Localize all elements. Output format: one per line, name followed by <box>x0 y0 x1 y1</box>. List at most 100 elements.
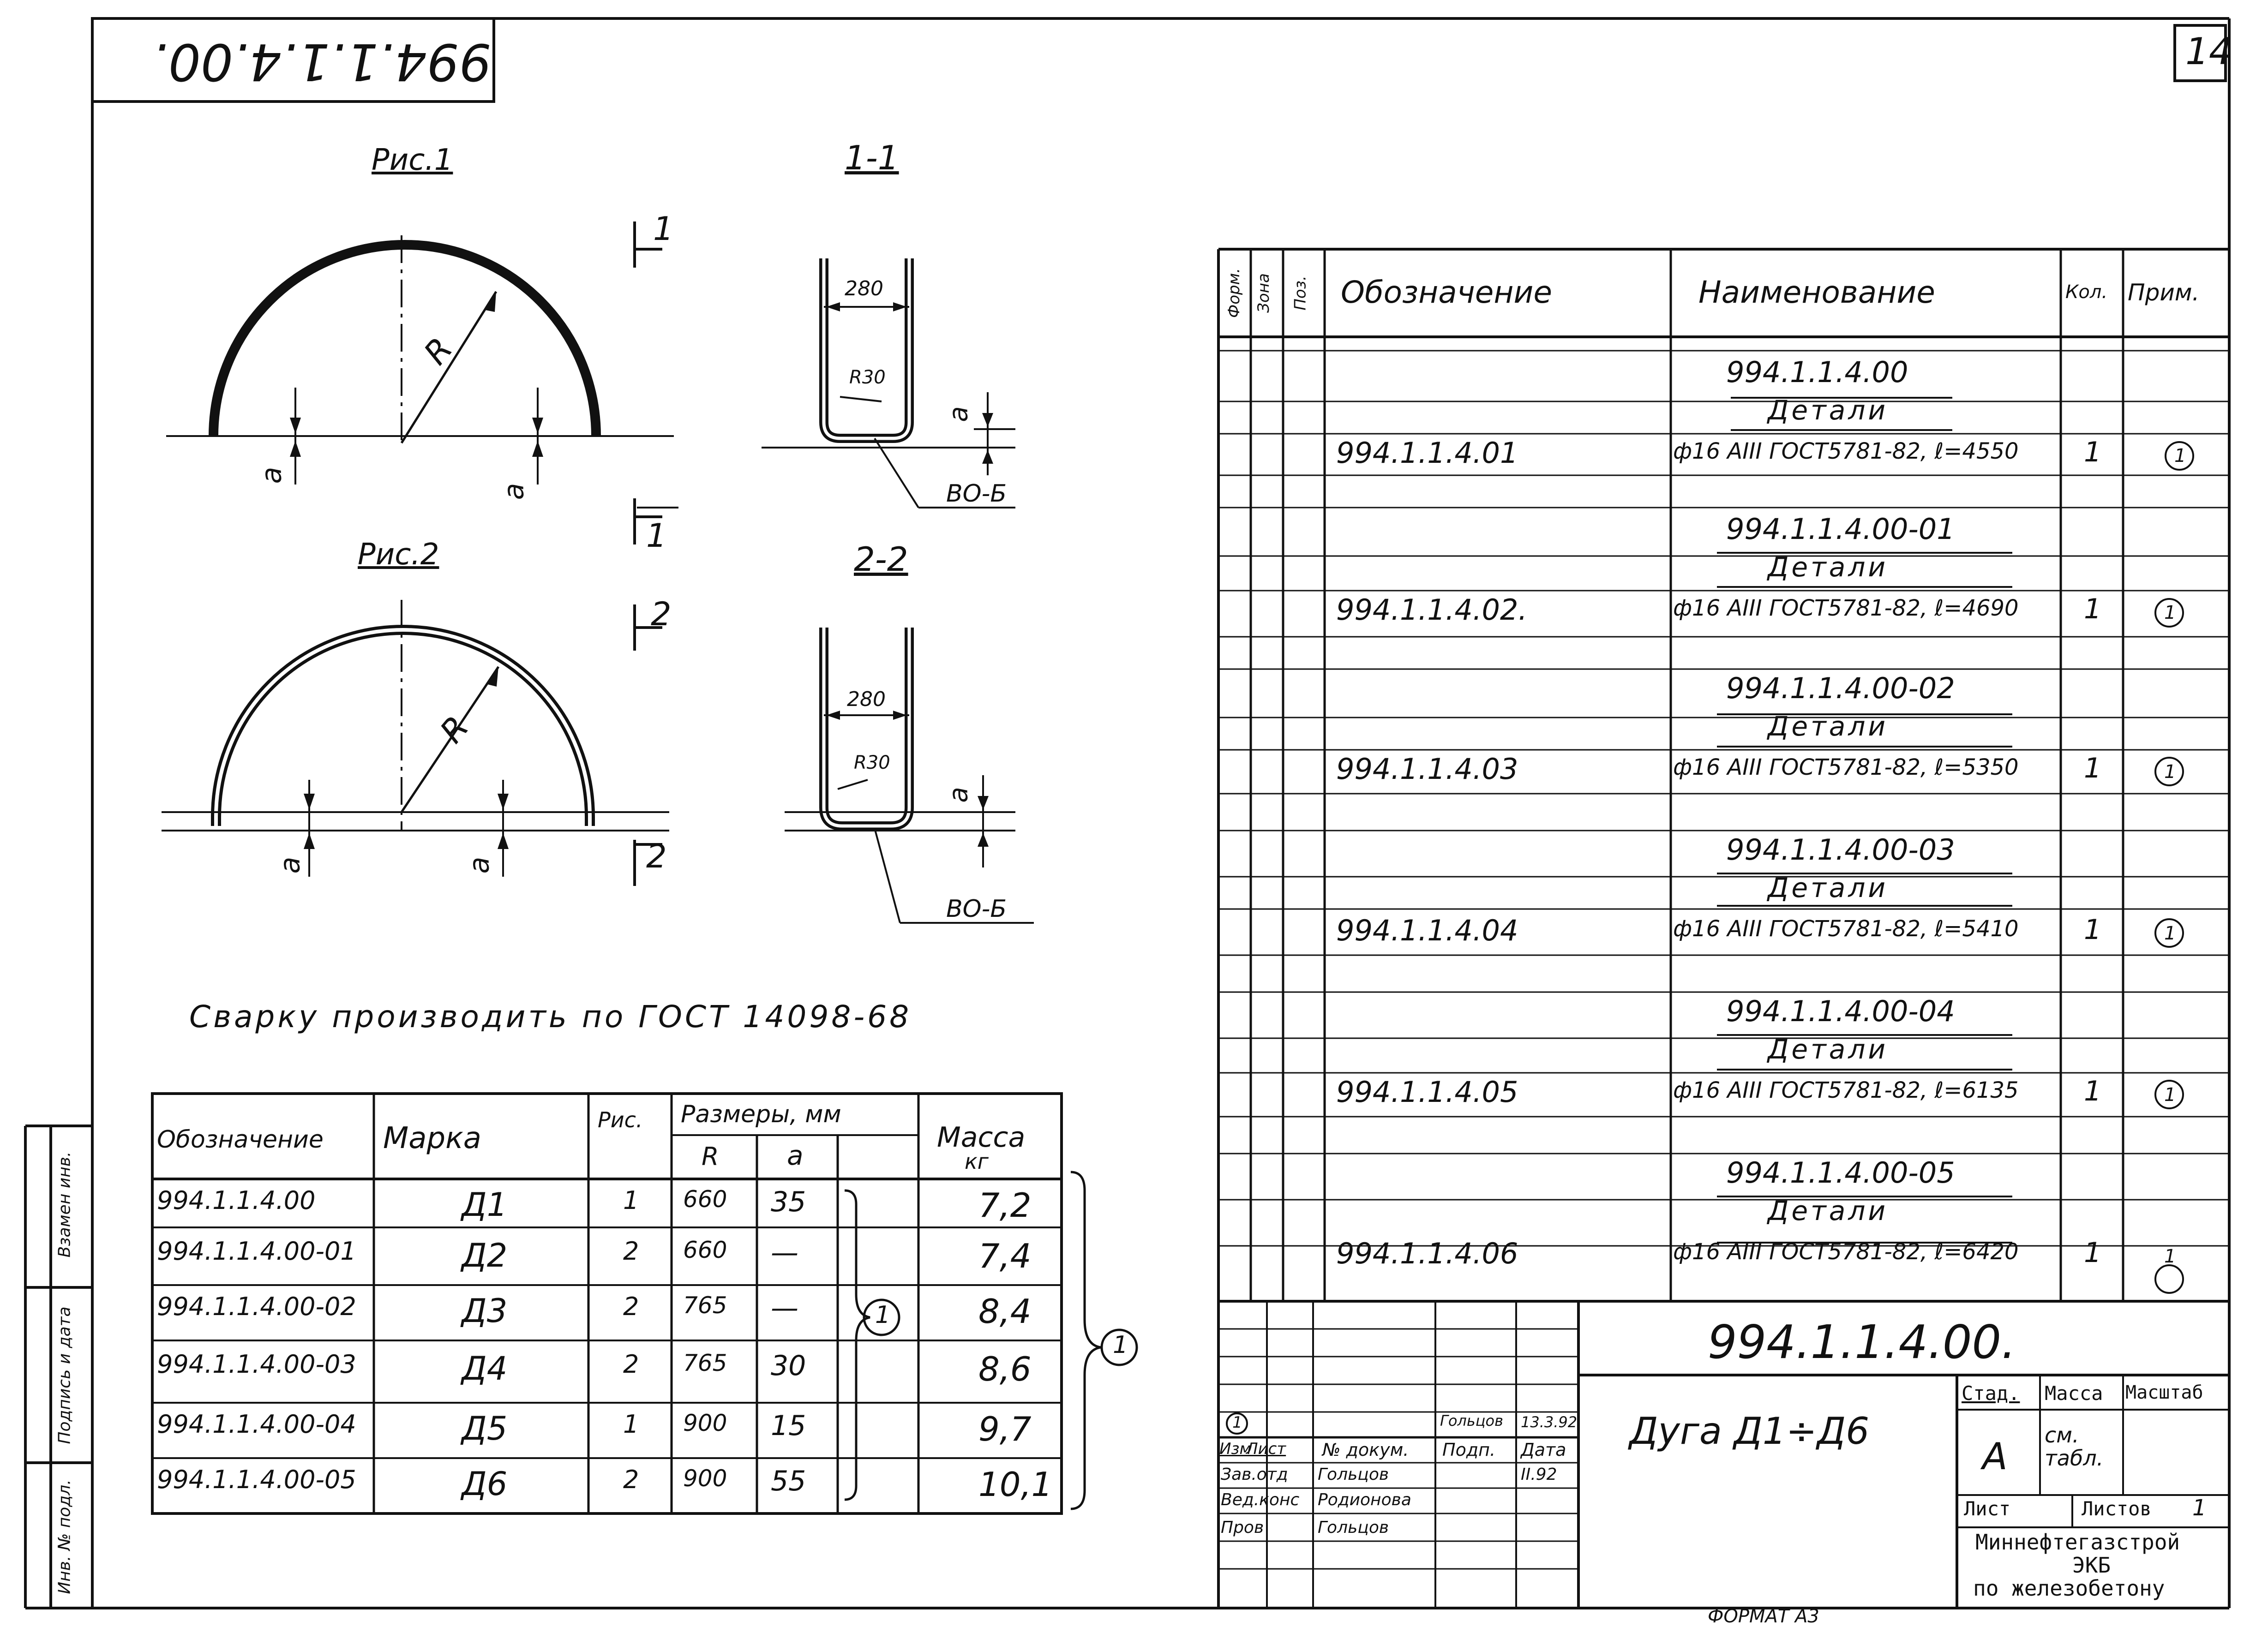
tb-org-line3: по железобетону <box>1973 1576 2165 1601</box>
mt-cell-R: 900 <box>683 1410 727 1436</box>
tb-stage: А <box>1982 1435 2008 1478</box>
mt-cell-fig: 2 <box>623 1350 639 1379</box>
section-1-1-title: 1-1 <box>845 138 899 177</box>
spec-row-note: 1 <box>2164 923 2176 944</box>
welding-note: Сварку производить по ГОСТ 14098-68 <box>189 999 912 1035</box>
sec22-dim-280: 280 <box>847 688 886 711</box>
tb-role-name: Гольцов <box>1318 1518 1389 1537</box>
mt-cell-mass: 8,6 <box>978 1350 1032 1388</box>
spec-row-name: ф16 АIII ГОСТ5781-82, ℓ=4550 <box>1673 438 2019 464</box>
fig1-a-left: a <box>255 467 288 484</box>
spec-row-qty: 1 <box>2084 914 2102 946</box>
tb-org-line1: Миннефтегазстрой <box>1975 1530 2180 1555</box>
fig2-a-right: a <box>463 856 496 874</box>
spec-header-format: Форм. <box>1225 268 1244 318</box>
tb-date-main: II.92 <box>1521 1465 1557 1484</box>
spec-row-qty: 1 <box>2084 1237 2102 1269</box>
format-label: ФОРМАТ А3 <box>1708 1606 1819 1627</box>
spec-header-zone: Зона <box>1254 273 1273 313</box>
strip-label-inventory: Инв. № подл. <box>55 1479 74 1594</box>
cut-1-top: 1 <box>653 210 674 248</box>
mt-cell-designation: 994.1.1.4.00-05 <box>157 1465 356 1494</box>
spec-group-section: Детали <box>1768 711 1889 742</box>
mt-cell-R: 765 <box>683 1292 727 1319</box>
mt-header-mark: Марка <box>383 1121 481 1155</box>
mt-cell-mark: Д1 <box>462 1186 508 1224</box>
spec-row-note: 1 <box>2174 445 2186 467</box>
spec-group-section: Детали <box>1768 1034 1889 1065</box>
tb-role: Пров <box>1221 1518 1264 1537</box>
sec11-weld-mark: ВО-Б <box>946 480 1007 508</box>
mt-cell-a: 30 <box>771 1350 806 1382</box>
mt-cell-mass: 7,2 <box>978 1186 1032 1225</box>
tb-role: Зав.отд <box>1221 1465 1288 1484</box>
mt-cell-fig: 2 <box>623 1465 639 1494</box>
tb-mass-label: Масса <box>2045 1382 2103 1405</box>
tb-rev-date: 13.3.92 <box>1521 1413 1578 1431</box>
sec11-dim-R30: R30 <box>849 367 886 388</box>
tb-role: Вед.конс <box>1221 1490 1300 1509</box>
spec-row-designation: 994.1.1.4.05 <box>1336 1075 1518 1109</box>
sec22-weld-mark: ВО-Б <box>946 895 1007 923</box>
tb-sheets-label: Листов <box>2082 1497 2152 1520</box>
fig1-a-right: a <box>498 483 530 500</box>
mt-cell-a: 15 <box>771 1410 806 1442</box>
mt-cell-designation: 994.1.1.4.00-02 <box>157 1292 356 1321</box>
mt-cell-a: 55 <box>771 1465 806 1497</box>
tb-sheets-value: 1 <box>2192 1495 2207 1521</box>
cut-2-top: 2 <box>651 595 672 633</box>
tb-org-line2: ЭКБ <box>2072 1553 2111 1578</box>
spec-group-doc: 994.1.1.4.00-04 <box>1726 994 1955 1028</box>
spec-group-doc: 994.1.1.4.00-03 <box>1726 833 1955 867</box>
spec-row-note: 1 <box>2164 1084 2176 1106</box>
tb-col-izm: Изм <box>1219 1440 1252 1458</box>
fig2-title: Рис.2 <box>358 538 439 572</box>
tb-scale-label: Масштаб <box>2125 1382 2203 1403</box>
spec-row-designation: 994.1.1.4.06 <box>1336 1237 1518 1270</box>
fig2-a-left: a <box>274 856 306 874</box>
tb-col-list: Лист <box>1246 1440 1286 1458</box>
spec-group-doc: 994.1.1.4.00-01 <box>1726 512 1955 546</box>
mt-cell-mass: 8,4 <box>978 1292 1032 1331</box>
sec22-a-label: a <box>943 787 974 803</box>
spec-group-doc: 994.1.1.4.00 <box>1726 355 1908 389</box>
spec-row-name: ф16 АIII ГОСТ5781-82, ℓ=5410 <box>1673 916 2019 942</box>
mt-header-fig: Рис. <box>598 1107 643 1132</box>
tb-sheet-label: Лист <box>1964 1497 2011 1520</box>
mt-cell-R: 900 <box>683 1465 727 1492</box>
spec-row-note: 1 <box>2164 761 2176 783</box>
mt-cell-R: 660 <box>683 1186 727 1213</box>
sheet-number: 14 <box>2185 30 2232 73</box>
sec11-a-label: a <box>943 406 974 422</box>
spec-row-name: ф16 АIII ГОСТ5781-82, ℓ=5350 <box>1673 754 2019 780</box>
mt-cell-mark: Д2 <box>462 1237 508 1274</box>
spec-group-doc: 994.1.1.4.00-05 <box>1726 1156 1955 1190</box>
spec-row-qty: 1 <box>2084 1075 2102 1107</box>
mt-cell-mark: Д4 <box>462 1350 508 1388</box>
spec-group-section: Детали <box>1768 551 1889 583</box>
mt-cell-designation: 994.1.1.4.00-01 <box>157 1237 356 1266</box>
spec-row-designation: 994.1.1.4.03 <box>1336 752 1518 786</box>
tb-title: Дуга Д1÷Д6 <box>1629 1410 1870 1453</box>
fig1-title: Рис.1 <box>372 143 453 177</box>
spec-row-name: ф16 АIII ГОСТ5781-82, ℓ=6420 <box>1673 1239 2019 1265</box>
spec-header-note: Прим. <box>2128 279 2200 306</box>
tb-stage-label: Стад. <box>1962 1382 2020 1405</box>
tb-doc-code: 994.1.1.4.00. <box>1708 1315 2016 1369</box>
mt-cell-R: 765 <box>683 1350 727 1376</box>
tb-col-sign: Подп. <box>1442 1440 1496 1460</box>
strip-label-signature: Подпись и дата <box>55 1306 74 1444</box>
tb-mass-value: см. табл. <box>2045 1423 2104 1471</box>
spec-row-designation: 994.1.1.4.01 <box>1336 436 1518 470</box>
spec-row-note: 1 <box>2164 1246 2176 1267</box>
mt-cell-mark: Д6 <box>462 1465 508 1503</box>
mt-cell-mass: 7,4 <box>978 1237 1032 1275</box>
spec-row-name: ф16 АIII ГОСТ5781-82, ℓ=4690 <box>1673 595 2019 621</box>
spec-row-qty: 1 <box>2084 752 2102 784</box>
tb-role-name: Гольцов <box>1318 1465 1389 1484</box>
spec-row-note: 1 <box>2164 602 2176 623</box>
mt-cell-mark: Д5 <box>462 1410 508 1448</box>
spec-header-pos: Поз. <box>1291 275 1310 311</box>
mt-cell-mark: Д3 <box>462 1292 508 1330</box>
